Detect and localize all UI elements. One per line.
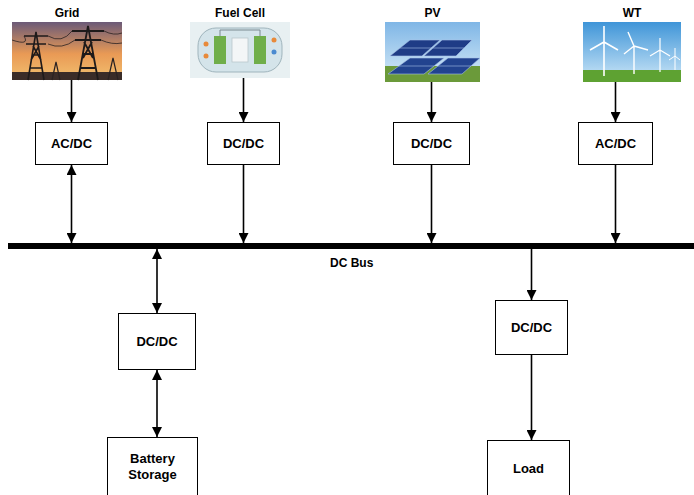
connector-arrow (531, 355, 533, 440)
membrane (232, 38, 248, 62)
pylon (72, 26, 104, 80)
connector-arrow (615, 165, 617, 243)
pylon (24, 32, 48, 80)
turbine (624, 32, 648, 74)
turbine (669, 48, 680, 70)
box-label: DC/DC (411, 136, 452, 152)
power-lines (12, 31, 122, 46)
source-label: PV (375, 6, 490, 20)
connector-arrow (243, 165, 245, 243)
turbine (590, 26, 618, 76)
connector-arrow (615, 82, 617, 122)
bus-label: DC Bus (330, 256, 373, 270)
box-label: DC/DC (223, 136, 264, 152)
converter-box: DC/DC (207, 122, 280, 165)
electrode (214, 36, 226, 64)
connector-arrow (431, 82, 433, 122)
wind-turbine-picture (583, 22, 681, 82)
converter-box: AC/DC (35, 122, 108, 165)
molecule (204, 42, 209, 47)
sunset-sky (12, 22, 122, 80)
connector-arrow (531, 249, 533, 300)
box-label: Load (513, 461, 544, 477)
source-image: WT (583, 22, 681, 82)
source-label: Fuel Cell (180, 6, 300, 20)
storage-box: Battery Storage (107, 437, 198, 495)
converter-box: DC/DC (495, 300, 568, 355)
source-label: Grid (2, 6, 132, 20)
pylon (52, 58, 118, 80)
cell-outline (198, 28, 282, 72)
connector-arrow (431, 165, 433, 243)
connector-arrow (71, 80, 73, 122)
pv-picture (385, 22, 480, 82)
turbines (590, 26, 680, 76)
fuel-cell-picture (190, 22, 290, 78)
picture-ground (190, 22, 290, 78)
converter-box: DC/DC (118, 313, 196, 370)
sky (583, 22, 681, 82)
load-box: Load (487, 440, 570, 495)
dc-bus: DC Bus (8, 243, 694, 249)
electrode (254, 36, 266, 64)
box-label: AC/DC (595, 136, 636, 152)
connector-arrow (71, 165, 73, 243)
source-image: Fuel Cell (190, 22, 290, 78)
connector-arrow (156, 370, 158, 437)
sky (385, 22, 480, 82)
molecule (204, 54, 209, 59)
grass (583, 70, 681, 82)
connector-arrow (156, 249, 158, 313)
connector-arrow (243, 78, 245, 122)
converter-box: AC/DC (578, 122, 653, 165)
converter-box: DC/DC (393, 122, 470, 165)
circuit-wire (220, 30, 260, 36)
turbine (650, 38, 670, 72)
panel-grid (399, 48, 471, 66)
box-label: DC/DC (136, 334, 177, 350)
molecule (272, 38, 277, 43)
box-label: AC/DC (51, 136, 92, 152)
source-image: PV (385, 22, 480, 82)
box-label: DC/DC (511, 320, 552, 336)
grid-picture (12, 22, 122, 80)
source-image: Grid (12, 22, 122, 80)
molecule (272, 50, 277, 55)
box-label: Battery Storage (114, 451, 191, 482)
source-label: WT (573, 6, 691, 20)
